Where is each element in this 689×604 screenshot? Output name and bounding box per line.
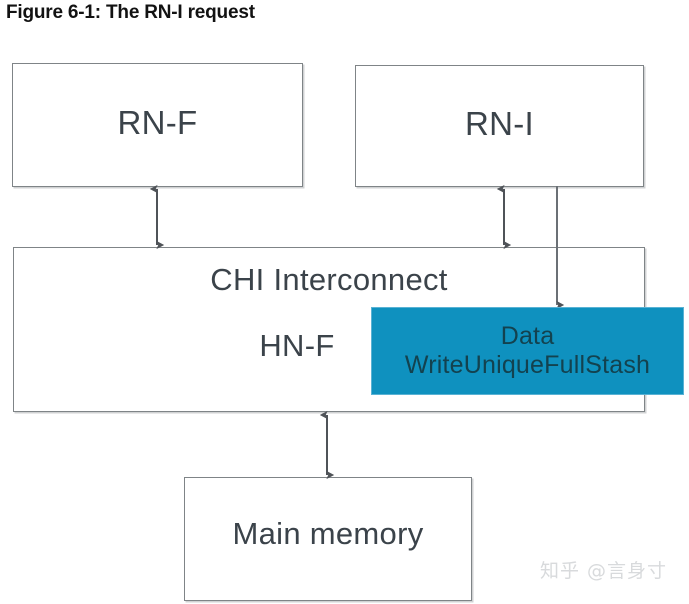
highlight-line-2: WriteUniqueFullStash xyxy=(404,351,651,379)
node-label-main-memory: Main memory xyxy=(232,516,424,551)
node-box-rn-f xyxy=(12,63,303,187)
node-box-rn-i xyxy=(355,65,644,187)
page-title: Figure 6-1: The RN-I request xyxy=(6,2,255,23)
node-box-main-memory xyxy=(184,477,472,601)
node-label-chi-interconnect: CHI Interconnect xyxy=(210,262,448,297)
highlight-line-1: Data xyxy=(500,322,555,350)
node-label-rn-f: RN-F xyxy=(117,104,198,141)
highlight-box-data-writeuniquefullstash: Data WriteUniqueFullStash xyxy=(371,307,684,395)
node-label-rn-i: RN-I xyxy=(464,105,535,142)
node-label-hn-f: HN-F xyxy=(259,328,335,363)
watermark: 知乎 @言身寸 xyxy=(540,560,668,582)
